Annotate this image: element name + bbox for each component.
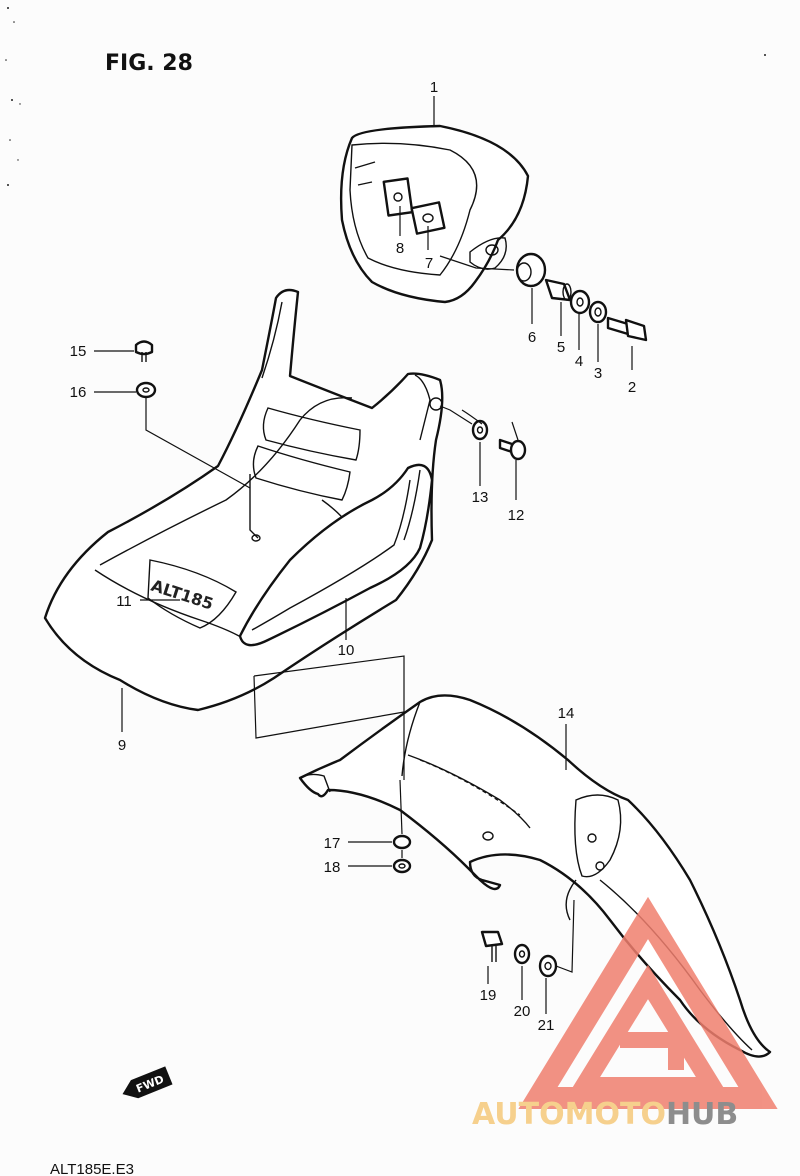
part-15-screw: [134, 340, 154, 362]
callout-1: 1: [430, 79, 438, 96]
assembly-lines: [145, 255, 575, 973]
part-12-bolt: [498, 438, 527, 461]
figure-code: ALT185E.E3: [50, 1161, 134, 1176]
callout-2: 2: [628, 379, 636, 396]
callout-10: 10: [338, 642, 355, 659]
callout-15: 15: [70, 343, 87, 360]
callout-19: 19: [480, 987, 497, 1004]
callout-11: 11: [116, 593, 132, 610]
part-18-nut: [392, 858, 412, 874]
svg-text:AUTOMOTOHUB: AUTOMOTOHUB: [472, 1097, 738, 1132]
part-13-washer: [471, 419, 489, 441]
part-1-rear-housing: [339, 124, 530, 304]
callout-3: 3: [594, 365, 602, 382]
part-16-nut: [135, 381, 157, 399]
scan-noise: [5, 7, 766, 186]
part-3-lock-washer: [588, 300, 608, 324]
part-5-collar: [544, 278, 572, 302]
watermark-triangle-icon: [518, 896, 778, 1109]
callout-17: 17: [324, 835, 341, 852]
callout-labels: 1 2 3 4 5 6 7 8 9 10 11 12 13 14 15 16 1…: [70, 79, 637, 1034]
part-10-side-panel: [238, 463, 434, 647]
callout-7: 7: [425, 255, 433, 272]
callout-5: 5: [557, 339, 565, 356]
callout-18: 18: [324, 859, 341, 876]
watermark-brand-part1: AUTOMOTO: [472, 1097, 666, 1132]
callout-4: 4: [575, 353, 583, 370]
part-4-washer: [569, 289, 591, 315]
part-21-nut: [538, 954, 558, 978]
watermark-logo: AUTOMOTOHUB: [472, 896, 778, 1132]
figure-title: FIG. 28: [105, 51, 193, 76]
forward-direction-arrow: FWD: [122, 1066, 173, 1099]
callout-12: 12: [508, 507, 525, 524]
callout-13: 13: [472, 489, 489, 506]
leader-lines: [94, 96, 633, 1014]
callout-9: 9: [118, 737, 126, 754]
callout-16: 16: [70, 384, 87, 401]
callout-8: 8: [396, 240, 404, 257]
watermark-brand-part2: HUB: [666, 1097, 738, 1132]
part-20-washer: [513, 943, 531, 965]
part-19-bolt: [480, 930, 504, 962]
callout-20: 20: [514, 1003, 531, 1020]
callout-14: 14: [558, 705, 575, 722]
callout-21: 21: [538, 1017, 555, 1034]
callout-6: 6: [528, 329, 536, 346]
part-6-grommet: [515, 252, 547, 288]
part-17-washer: [392, 834, 412, 850]
part-2-bolt: [606, 316, 648, 342]
